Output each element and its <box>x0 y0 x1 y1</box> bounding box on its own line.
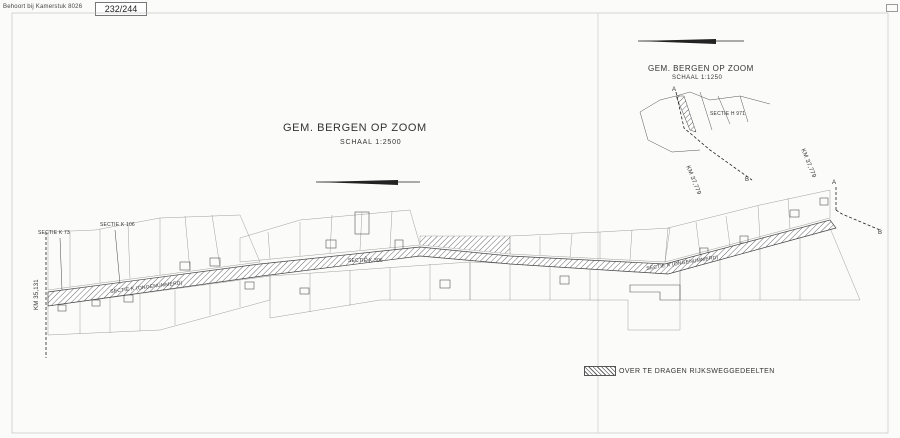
label-point-a: A <box>832 180 837 186</box>
inset-map-title: GEM. BERGEN OP ZOOM <box>648 64 754 73</box>
label-km-left: KM 35,131 <box>34 279 40 310</box>
label-point-b: B <box>878 230 883 236</box>
label-section-k306: SECTIE K 306 <box>348 258 383 264</box>
road-hatched <box>47 219 837 307</box>
page-number-box: 232/244 <box>95 2 147 16</box>
inset-map-scale: SCHAAL 1:1250 <box>672 75 723 81</box>
parcels-north <box>47 189 831 291</box>
label-section-k106: SECTIE K 106 <box>100 222 135 228</box>
map-frame <box>11 12 889 434</box>
corner-mark <box>886 4 898 12</box>
label-section-k73: SECTIE K 73 <box>38 230 70 236</box>
leader-lines <box>59 229 371 291</box>
inset-boundary <box>675 91 753 181</box>
legend-text: OVER TE DRAGEN RIJKSWEGGEDEELTEN <box>619 367 775 375</box>
main-map-scale: SCHAAL 1:2500 <box>340 139 402 146</box>
inset-section-label: SECTIE H 971 <box>710 111 746 117</box>
main-map-title: GEM. BERGEN OP ZOOM <box>283 122 427 134</box>
inset-point-a: A <box>672 87 677 93</box>
map-legend: OVER TE DRAGEN RIJKSWEGGEDEELTEN <box>584 366 775 376</box>
inset-point-b: B <box>745 177 750 183</box>
buildings <box>57 197 829 312</box>
north-arrow-inset <box>638 39 744 44</box>
legend-hatch-swatch <box>584 366 616 376</box>
document-reference: Behoort bij Kamerstuk 8026 <box>3 4 83 10</box>
inset-map <box>639 91 771 153</box>
north-arrow-main <box>316 180 420 185</box>
boundary-lines <box>45 186 881 358</box>
